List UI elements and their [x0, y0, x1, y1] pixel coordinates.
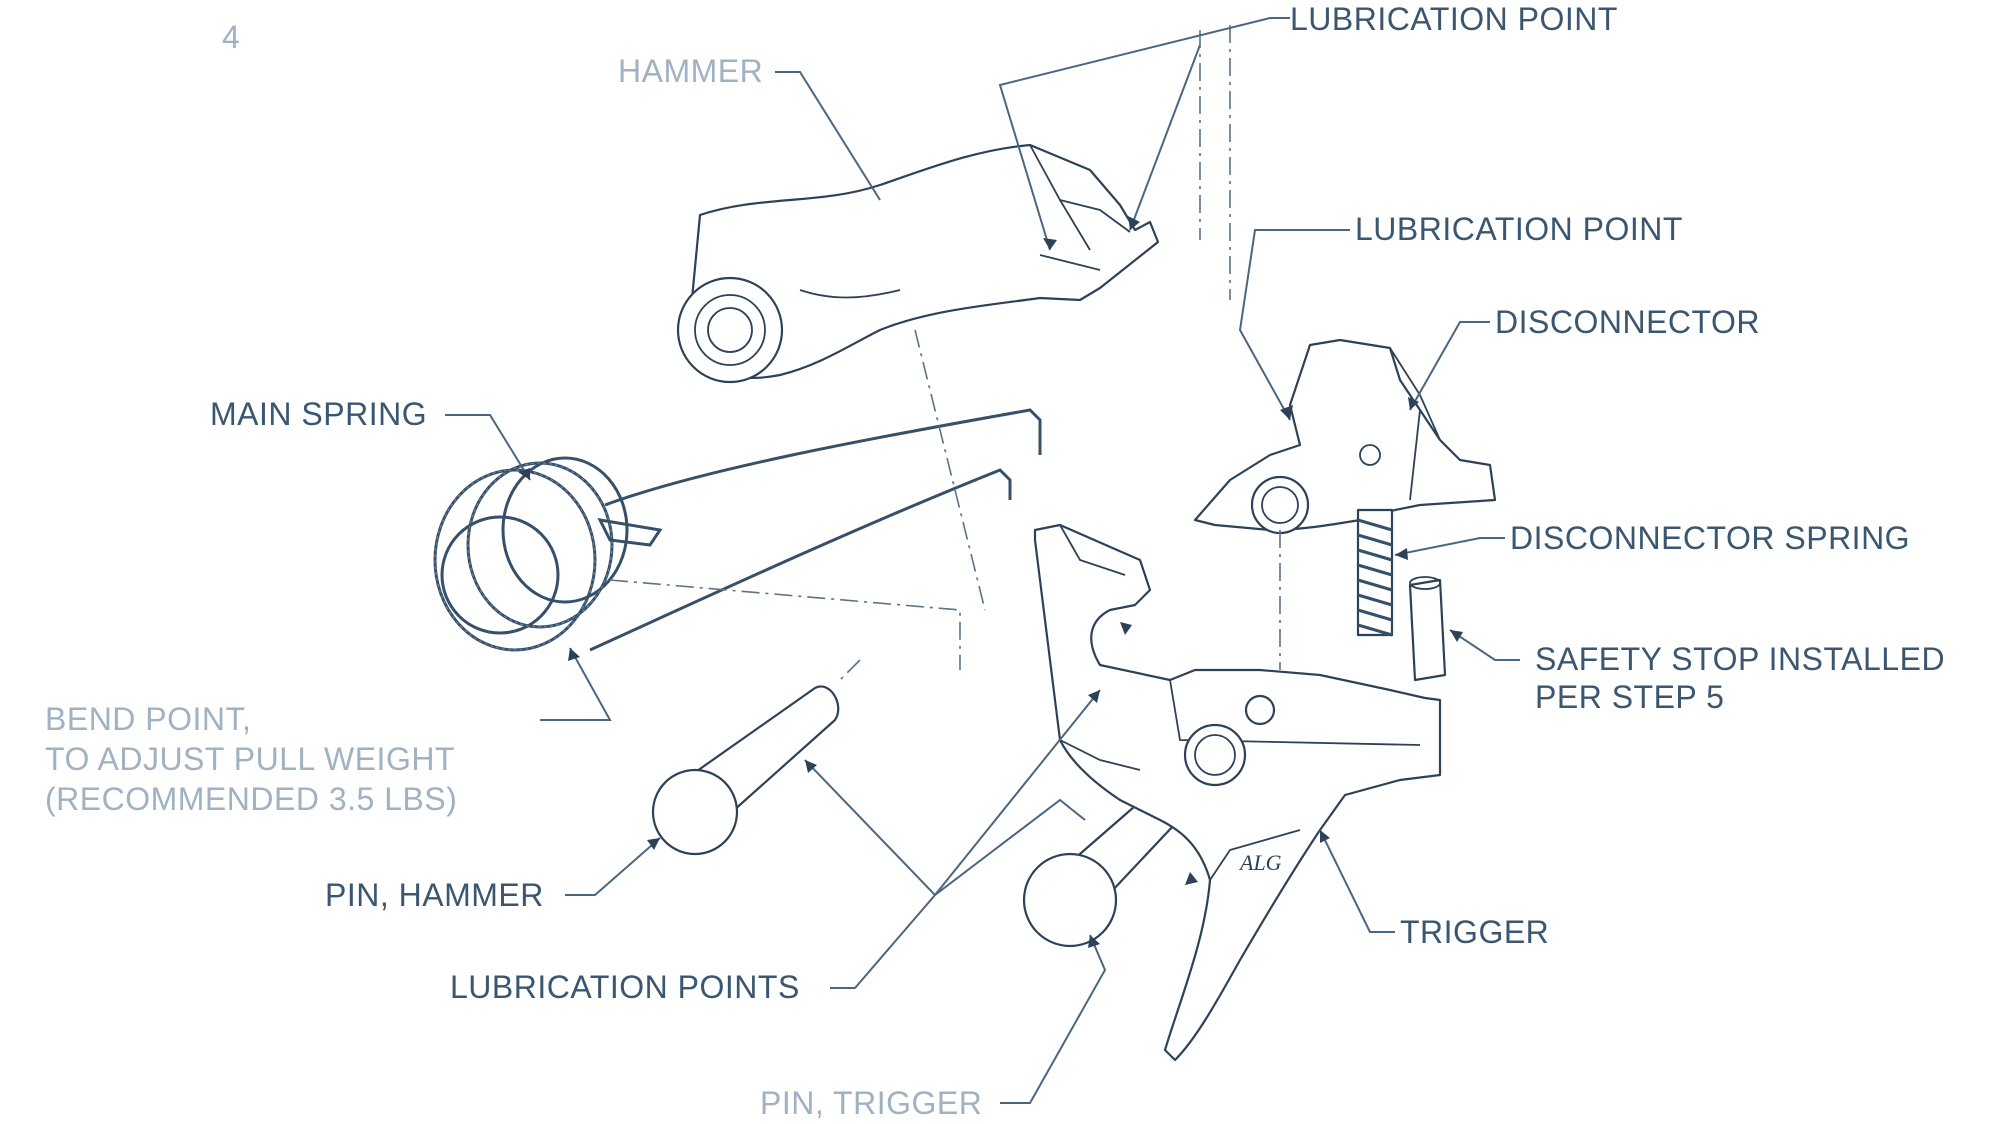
- label-pin-trigger: PIN, TRIGGER: [760, 1085, 982, 1121]
- label-trigger: TRIGGER: [1400, 914, 1549, 950]
- main-spring-part: [433, 408, 1042, 652]
- label-bend-point-line2: TO ADJUST PULL WEIGHT: [45, 741, 455, 777]
- label-bend-point-line1: BEND POINT,: [45, 701, 251, 737]
- hammer-pin-part: [651, 685, 840, 856]
- label-lubrication-points: LUBRICATION POINTS: [450, 969, 800, 1005]
- label-bend-point-line3: (RECOMMENDED 3.5 LBS): [45, 781, 457, 817]
- label-disconnector: DISCONNECTOR: [1495, 304, 1760, 340]
- center-lines: [609, 25, 1281, 681]
- trigger-marking: ALG: [1238, 850, 1282, 875]
- label-main-spring: MAIN SPRING: [210, 396, 427, 432]
- disconnector-spring-part: [1356, 508, 1394, 637]
- page-number: 4: [222, 19, 240, 55]
- leader-lines: [445, 17, 1520, 1104]
- label-safety-stop-line1: SAFETY STOP INSTALLED: [1535, 641, 1945, 677]
- label-disconnector-spring: DISCONNECTOR SPRING: [1510, 520, 1910, 556]
- label-lubrication-point-mid: LUBRICATION POINT: [1355, 211, 1683, 247]
- part-labels: LUBRICATION POINT HAMMER LUBRICATION POI…: [45, 1, 1945, 1121]
- label-safety-stop-line2: PER STEP 5: [1535, 679, 1724, 715]
- label-lubrication-point-top: LUBRICATION POINT: [1290, 1, 1618, 37]
- safety-stop-part: [1408, 576, 1447, 682]
- hammer-part: [676, 143, 1160, 384]
- disconnector-part: [1193, 338, 1497, 535]
- label-pin-hammer: PIN, HAMMER: [325, 877, 544, 913]
- label-hammer: HAMMER: [618, 53, 763, 89]
- trigger-part: ALG: [1033, 523, 1442, 1062]
